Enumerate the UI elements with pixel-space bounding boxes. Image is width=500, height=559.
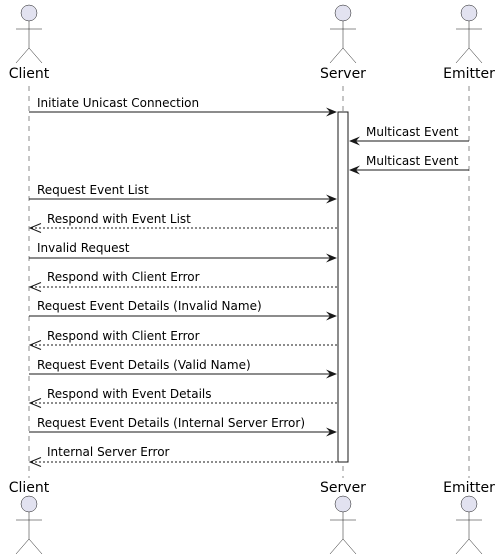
message-label: Request Event List <box>37 183 149 197</box>
message-label: Respond with Event Details <box>47 387 212 401</box>
stick-figure-icon <box>455 495 483 555</box>
message-label: Invalid Request <box>37 241 130 255</box>
stick-figure-icon <box>15 4 43 64</box>
arrowhead-right-icon <box>326 311 337 321</box>
message-label: Initiate Unicast Connection <box>37 96 199 110</box>
message-initiate-unicast-connection: Initiate Unicast Connection <box>29 96 337 117</box>
arrowhead-right-icon <box>326 253 337 263</box>
actor-client-top: Client <box>9 4 50 82</box>
actor-server-bottom: Server <box>320 480 366 555</box>
message-label: Multicast Event <box>366 154 459 168</box>
message-label: Request Event Details (Internal Server E… <box>37 416 305 430</box>
message-respond-with-client-error: Respond with Client Error <box>28 329 338 350</box>
message-invalid-request: Invalid Request <box>29 241 337 263</box>
stick-figure-icon <box>455 4 483 64</box>
message-multicast-event: Multicast Event <box>349 154 469 175</box>
actor-emitter-top: Emitter <box>443 4 495 82</box>
actor-emitter-bottom: Emitter <box>443 480 495 555</box>
message-label: Multicast Event <box>366 125 459 139</box>
message-respond-with-client-error: Respond with Client Error <box>28 270 338 292</box>
actor-server-top: Server <box>320 4 366 82</box>
message-label: Respond with Client Error <box>47 270 200 284</box>
message-internal-server-error: Internal Server Error <box>28 445 338 467</box>
message-label: Respond with Event List <box>47 212 191 226</box>
arrowhead-left-icon <box>349 136 360 146</box>
arrowhead-right-icon <box>326 369 337 379</box>
message-request-event-details-valid-name: Request Event Details (Valid Name) <box>29 358 337 379</box>
message-label: Request Event Details (Invalid Name) <box>37 299 262 313</box>
arrowhead-right-icon <box>326 194 337 204</box>
message-multicast-event: Multicast Event <box>349 125 469 146</box>
actor-label-server: Server <box>320 480 366 496</box>
arrowhead-left-icon <box>28 282 42 292</box>
arrowhead-left-icon <box>28 340 42 350</box>
message-label: Internal Server Error <box>47 445 170 459</box>
message-request-event-list: Request Event List <box>29 183 337 204</box>
message-request-event-details-invalid-name: Request Event Details (Invalid Name) <box>29 299 337 321</box>
arrowhead-left-icon <box>28 223 42 233</box>
actor-label-emitter: Emitter <box>443 480 495 496</box>
message-label: Respond with Client Error <box>47 329 200 343</box>
arrowhead-right-icon <box>326 427 337 437</box>
stick-figure-icon <box>15 495 43 555</box>
message-label: Request Event Details (Valid Name) <box>37 358 251 372</box>
actor-label-server: Server <box>320 66 366 82</box>
stick-figure-icon <box>329 495 357 555</box>
message-respond-with-event-list: Respond with Event List <box>28 212 338 233</box>
server-activation-bar <box>337 111 349 463</box>
actor-label-client: Client <box>9 66 50 82</box>
actor-client-bottom: Client <box>9 480 50 555</box>
arrowhead-right-icon <box>326 107 337 117</box>
message-request-event-details-internal-server-error: Request Event Details (Internal Server E… <box>29 416 337 437</box>
stick-figure-icon <box>329 4 357 64</box>
message-respond-with-event-details: Respond with Event Details <box>28 387 338 408</box>
actor-label-emitter: Emitter <box>443 66 495 82</box>
arrowhead-left-icon <box>28 398 42 408</box>
arrowhead-left-icon <box>28 457 42 467</box>
actor-label-client: Client <box>9 480 50 496</box>
arrowhead-left-icon <box>349 165 360 175</box>
